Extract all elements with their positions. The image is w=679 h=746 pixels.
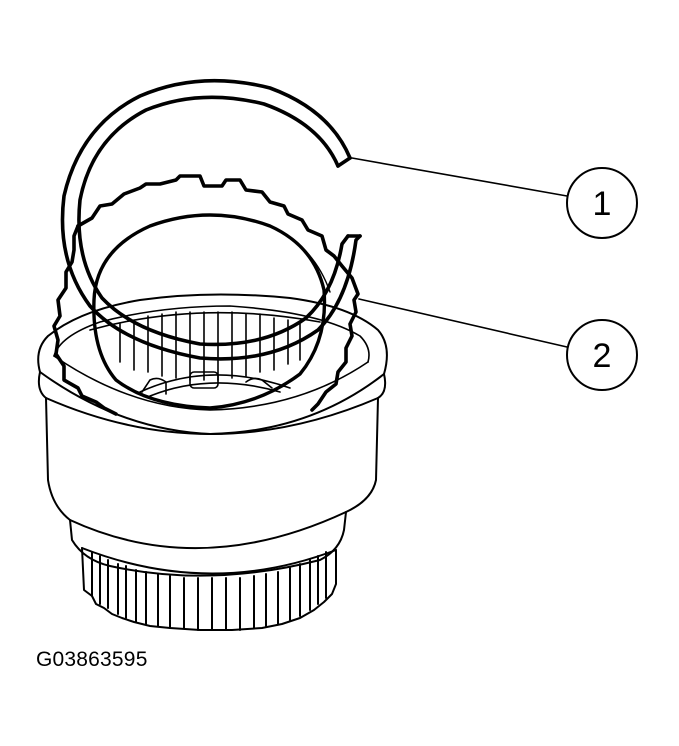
snap-ring bbox=[60, 78, 362, 361]
clutch-housing bbox=[37, 293, 388, 631]
housing-splines bbox=[81, 547, 337, 631]
callout-number-2: 2 bbox=[593, 337, 612, 375]
leader-line-1 bbox=[351, 157, 568, 197]
figure-id-label: G03863595 bbox=[36, 648, 148, 671]
callout-circle-2 bbox=[566, 319, 638, 391]
callout-number-1: 1 bbox=[593, 185, 612, 223]
leader-line-2 bbox=[358, 298, 568, 348]
callout-circle-1 bbox=[566, 167, 638, 239]
